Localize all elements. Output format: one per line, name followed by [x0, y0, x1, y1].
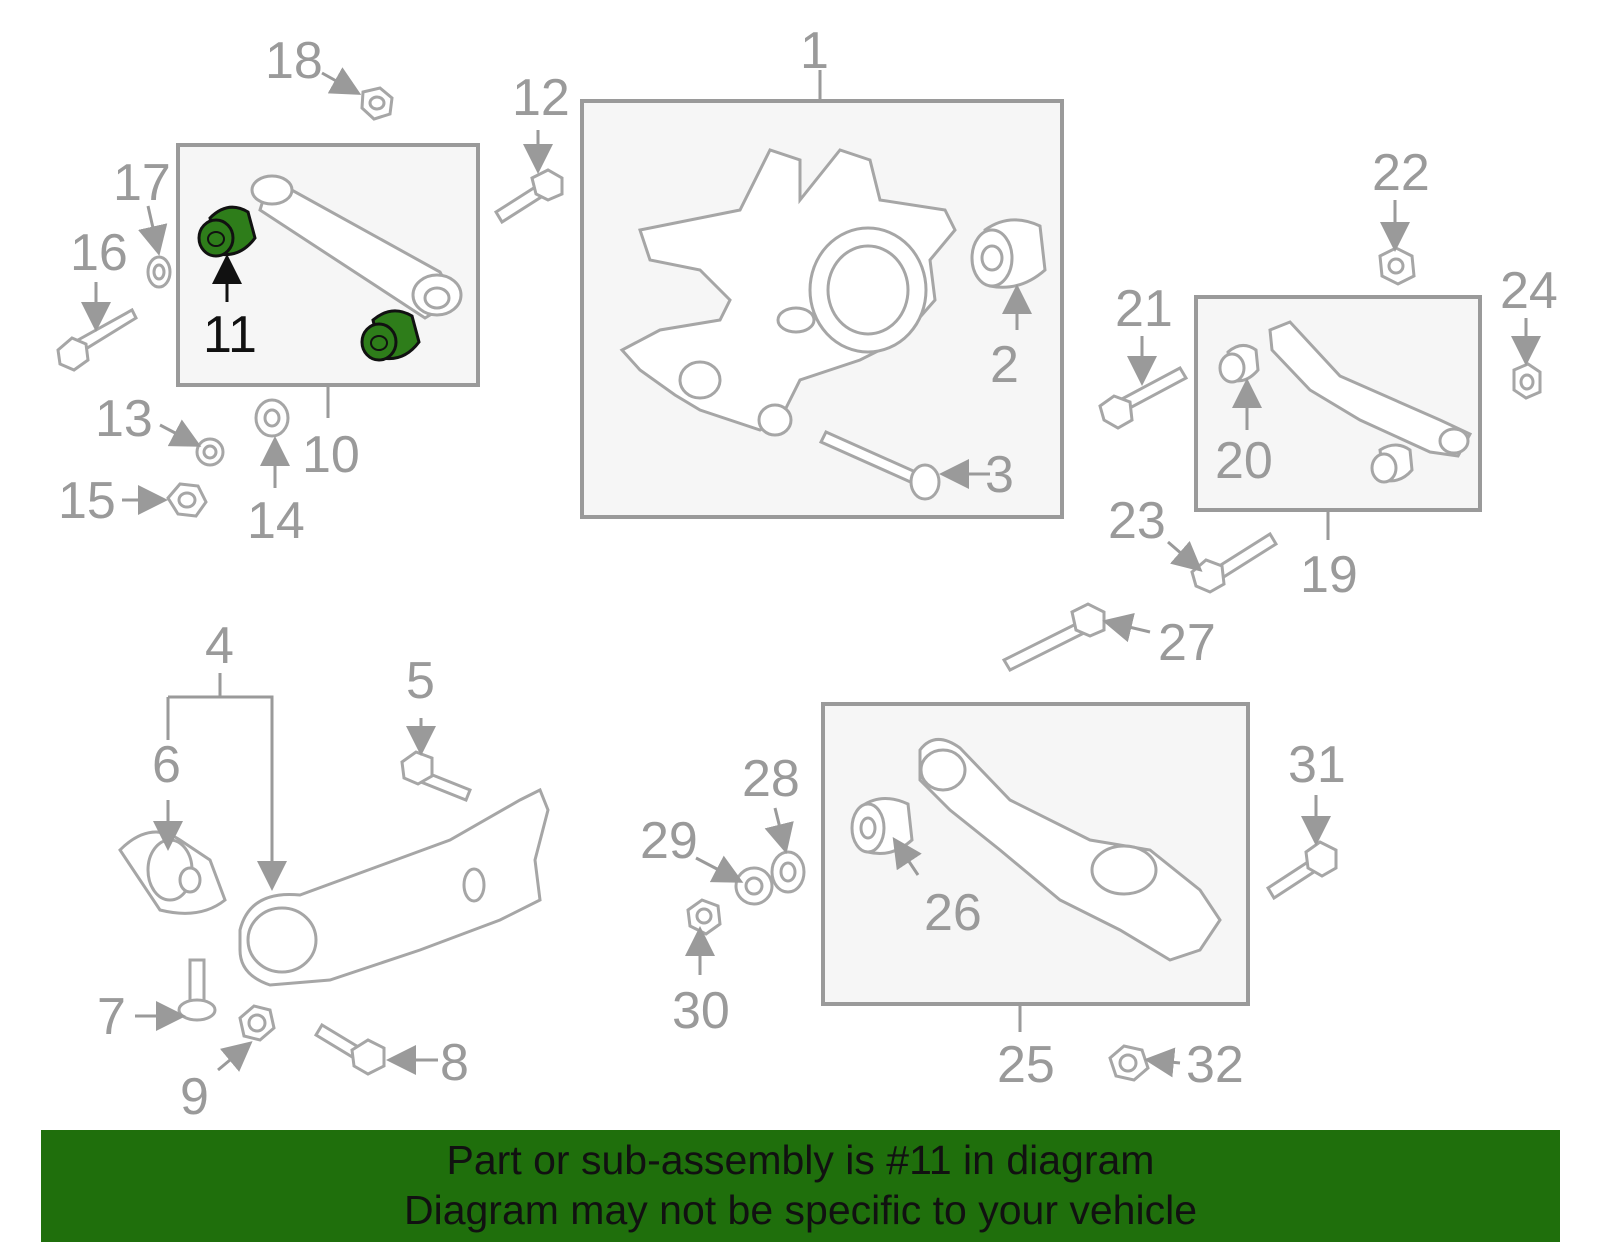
callout-32[interactable]: 32 [1186, 1036, 1244, 1094]
callout-6[interactable]: 6 [152, 736, 181, 794]
callout-20[interactable]: 20 [1215, 432, 1273, 490]
callout-17[interactable]: 17 [113, 154, 171, 212]
callout-22[interactable]: 22 [1372, 144, 1430, 202]
bushing-part-6[interactable] [118, 830, 227, 915]
callout-3[interactable]: 3 [985, 446, 1014, 504]
bolt-part-5[interactable] [400, 750, 472, 802]
callout-25[interactable]: 25 [997, 1036, 1055, 1094]
callout-24[interactable]: 24 [1500, 262, 1558, 320]
callout-26[interactable]: 26 [924, 884, 982, 942]
callout-11[interactable]: 11 [203, 306, 257, 364]
bushing-part-11-a[interactable] [197, 205, 257, 258]
banner-line-1: Part or sub-assembly is #11 in diagram [446, 1137, 1155, 1183]
callout-7[interactable]: 7 [97, 988, 126, 1046]
washer-part-17[interactable] [146, 255, 172, 289]
callout-31[interactable]: 31 [1288, 736, 1346, 794]
callout-27[interactable]: 27 [1158, 614, 1216, 672]
lower-arm-part-25[interactable] [918, 738, 1222, 962]
bushing-part-11-b[interactable] [360, 309, 421, 362]
nut-part-30[interactable] [686, 898, 722, 936]
knuckle-part-1[interactable] [619, 148, 957, 437]
bushing-part-19-b[interactable] [1370, 443, 1414, 484]
leader-lines [81, 67, 1541, 1078]
callout-1[interactable]: 1 [800, 22, 829, 80]
callout-9[interactable]: 9 [180, 1068, 209, 1126]
washer-part-14[interactable] [254, 398, 290, 438]
bushing-part-26[interactable] [850, 797, 914, 855]
washer-part-13[interactable] [195, 437, 225, 467]
bolt-part-8[interactable] [313, 1022, 386, 1076]
callout-18[interactable]: 18 [265, 32, 323, 90]
arm-part-19[interactable] [1268, 320, 1473, 458]
bolt-part-27[interactable] [1001, 602, 1106, 672]
callout-2[interactable]: 2 [990, 336, 1019, 394]
nut-part-22[interactable] [1378, 246, 1416, 286]
callout-21[interactable]: 21 [1115, 280, 1173, 338]
callout-28[interactable]: 28 [742, 750, 800, 808]
bolt-part-21[interactable] [1098, 366, 1189, 430]
bolt-part-3[interactable] [818, 430, 941, 501]
bolt-part-12[interactable] [493, 168, 564, 225]
bushing-part-20[interactable] [1218, 344, 1260, 384]
bushing-part-2[interactable] [970, 218, 1047, 289]
callout-5[interactable]: 5 [406, 652, 435, 710]
washer-part-29[interactable] [734, 866, 774, 906]
banner-line-2: Diagram may not be specific to your vehi… [403, 1187, 1197, 1233]
callout-19[interactable]: 19 [1300, 546, 1358, 604]
callout-14[interactable]: 14 [247, 492, 305, 550]
callout-16[interactable]: 16 [70, 224, 128, 282]
stud-part-7[interactable] [177, 958, 217, 1022]
nut-part-9[interactable] [238, 1004, 276, 1042]
callout-8[interactable]: 8 [440, 1034, 469, 1092]
nut-part-24[interactable] [1512, 362, 1542, 400]
info-banner: Part or sub-assembly is #11 in diagram D… [41, 1130, 1560, 1242]
upper-arm-part-10[interactable] [250, 174, 463, 320]
nut-part-32[interactable] [1108, 1044, 1150, 1082]
callout-29[interactable]: 29 [640, 812, 698, 870]
callout-13[interactable]: 13 [95, 390, 153, 448]
callout-labels: 1 2 3 4 5 6 7 8 9 10 11 12 13 14 15 16 1… [58, 22, 1558, 1126]
trailing-arm-part-4[interactable] [238, 787, 550, 987]
callout-4[interactable]: 4 [205, 617, 234, 675]
callout-23[interactable]: 23 [1108, 492, 1166, 550]
washer-part-28[interactable] [770, 850, 806, 894]
bolt-part-31[interactable] [1265, 840, 1338, 901]
callout-12[interactable]: 12 [512, 69, 570, 127]
nut-part-15[interactable] [166, 482, 208, 518]
callout-30[interactable]: 30 [672, 982, 730, 1040]
nut-part-18[interactable] [360, 86, 394, 121]
bolt-part-23[interactable] [1190, 531, 1279, 594]
callout-10[interactable]: 10 [302, 426, 360, 484]
callout-15[interactable]: 15 [58, 472, 116, 530]
